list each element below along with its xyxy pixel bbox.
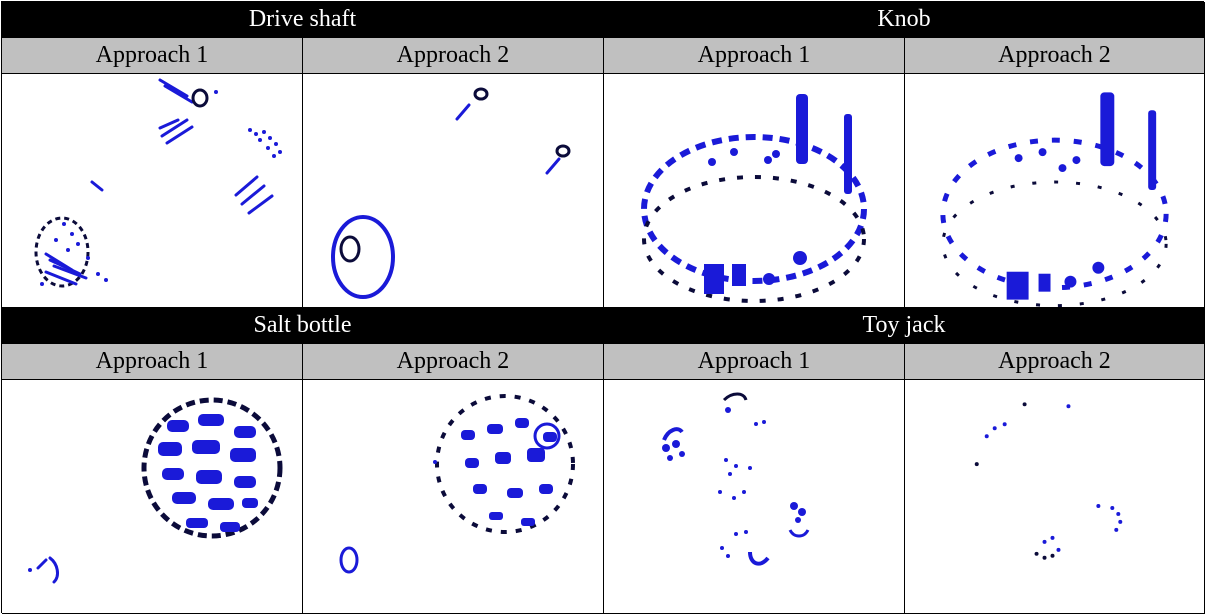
header-toy-jack: Toy jack [604,308,1205,344]
subheader-approach-2: Approach 2 [905,344,1205,380]
toy-jack-approach-2-image [905,380,1205,614]
toy-jack-approach-1-image [604,380,905,614]
header-drive-shaft: Drive shaft [2,2,604,38]
drive-shaft-approach-1-image [2,74,303,308]
salt-bottle-approach-2-pointcloud [339,394,575,574]
subheader-approach-2: Approach 2 [905,38,1205,74]
toy-jack-approach-1-pointcloud [662,392,810,566]
drive-shaft-approach-2-pointcloud [331,87,571,299]
knob-approach-1-pointcloud [641,94,867,303]
salt-bottle-approach-1-image [2,380,303,614]
subheader-approach-2: Approach 2 [303,344,604,380]
subheader-approach-1: Approach 1 [2,344,303,380]
header-knob: Knob [604,2,1205,38]
drive-shaft-approach-1-pointcloud [34,78,282,288]
knob-approach-2-image [905,74,1205,308]
subheader-approach-1: Approach 1 [604,38,905,74]
subheader-approach-2: Approach 2 [303,38,604,74]
toy-jack-approach-2-pointcloud [974,402,1123,560]
subheader-approach-1: Approach 1 [604,344,905,380]
subheader-approach-1: Approach 1 [2,38,303,74]
salt-bottle-approach-2-image [303,380,604,614]
knob-approach-2-pointcloud [940,92,1169,307]
knob-approach-1-image [604,74,905,308]
salt-bottle-approach-1-pointcloud [28,397,283,584]
header-salt-bottle: Salt bottle [2,308,604,344]
drive-shaft-approach-2-image [303,74,604,308]
